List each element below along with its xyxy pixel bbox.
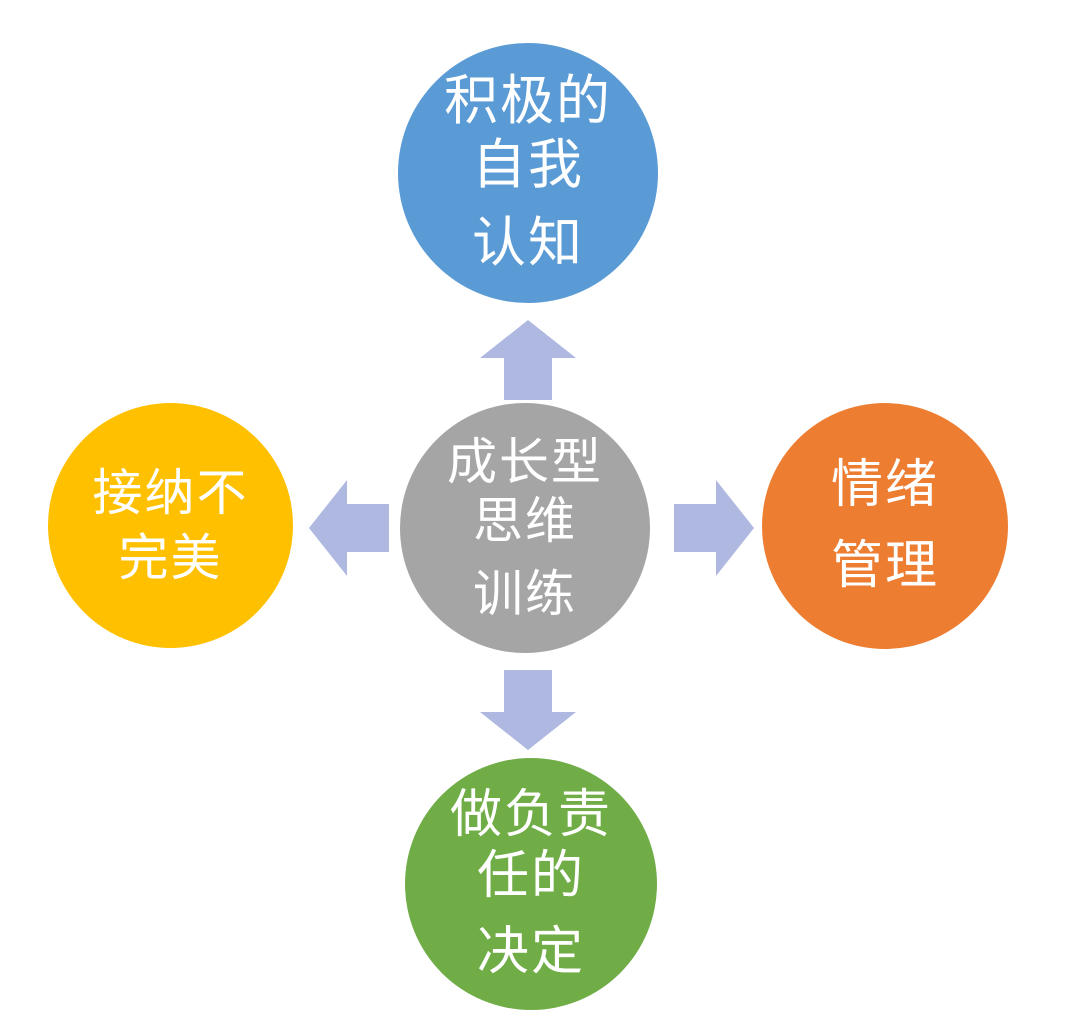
node-center-line-3: 训练 (473, 565, 577, 622)
node-top-line-2: 自我 (472, 135, 584, 196)
node-growth-mindset-training[interactable]: 成长型 思维 训练 (400, 403, 650, 653)
node-top-line-1: 积极的 (444, 71, 612, 132)
node-emotion-management[interactable]: 情绪 管理 (762, 403, 1008, 649)
node-bottom-line-1: 做负责 (449, 785, 612, 844)
node-left-line-2: 完美 (118, 529, 223, 586)
arrow-right-icon (674, 480, 754, 576)
node-bottom-line-3: 决定 (476, 922, 585, 981)
arrow-left-icon (309, 480, 389, 576)
node-top-line-3: 认知 (472, 212, 584, 273)
node-right-line-1: 情绪 (830, 456, 939, 515)
node-center-line-1: 成长型 (447, 433, 603, 490)
node-left-line-1: 接纳不 (92, 464, 249, 521)
node-right-line-2: 管理 (830, 537, 939, 595)
node-center-line-2: 思维 (473, 492, 577, 549)
arrow-down-icon (480, 670, 576, 750)
node-bottom-line-2: 任的 (476, 847, 585, 906)
node-responsible-decisions[interactable]: 做负责 任的 决定 (405, 758, 657, 1010)
node-positive-self-awareness[interactable]: 积极的 自我 认知 (398, 43, 658, 303)
node-accept-imperfection[interactable]: 接纳不 完美 (48, 403, 293, 648)
arrow-up-icon (480, 320, 576, 400)
